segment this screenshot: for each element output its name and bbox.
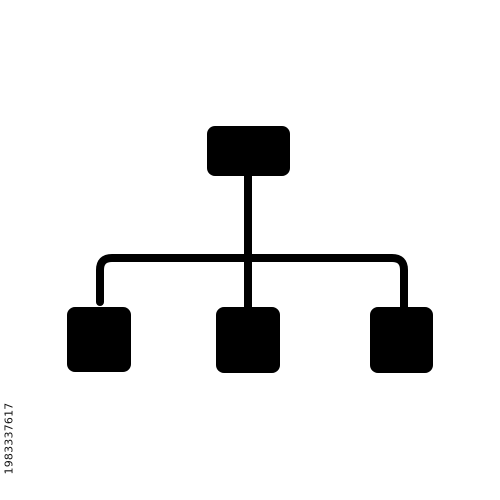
stock-image-id: 1983337617 — [2, 382, 16, 494]
right-child-node — [370, 307, 433, 373]
horizontal-branch-line — [96, 254, 408, 314]
connector-lines — [96, 168, 408, 314]
top-node — [207, 126, 290, 176]
stock-image-id-text: 1983337617 — [2, 402, 16, 474]
left-child-node — [67, 307, 131, 372]
center-child-node — [216, 307, 280, 373]
